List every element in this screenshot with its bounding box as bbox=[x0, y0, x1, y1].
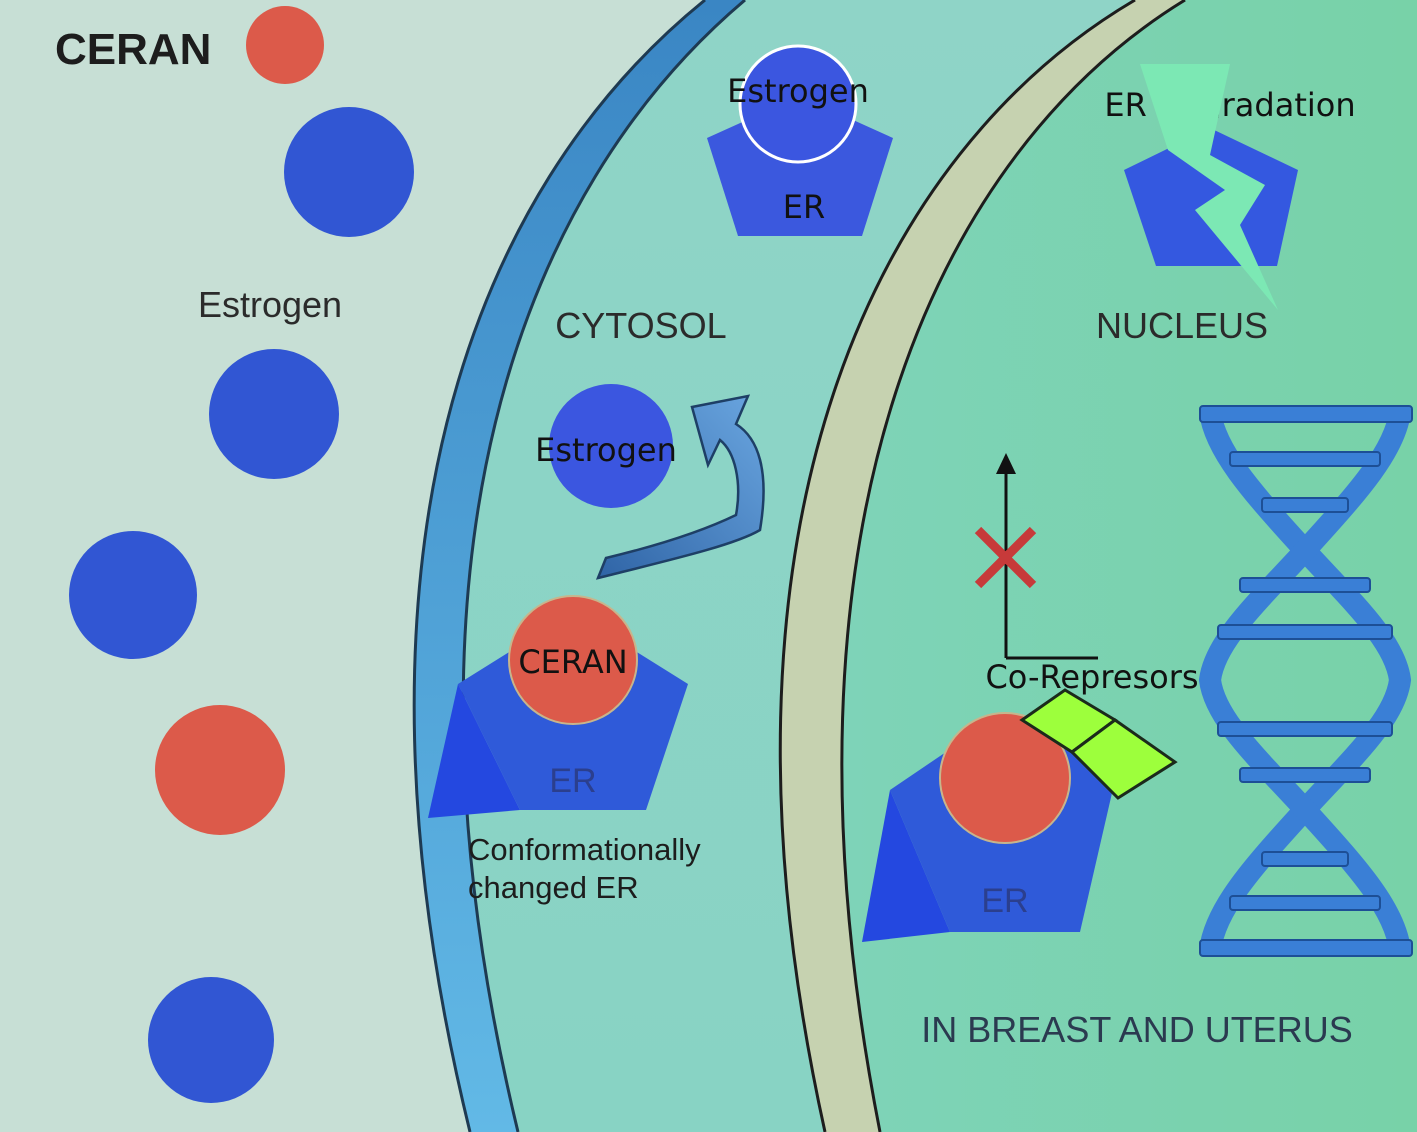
er-label: ER bbox=[783, 188, 825, 226]
tissue-label: IN BREAST AND UTERUS bbox=[921, 1009, 1352, 1050]
arrow-up-icon bbox=[996, 453, 1016, 474]
conformational-label-line2: changed ER bbox=[468, 870, 639, 905]
ceran-label: CERAN bbox=[518, 643, 627, 681]
inhibition-x-icon bbox=[974, 526, 1037, 589]
co-repressor bbox=[1069, 718, 1178, 800]
ceran-molecule bbox=[508, 595, 638, 725]
nucleus-label: NUCLEUS bbox=[1096, 305, 1268, 346]
estrogen-molecule bbox=[738, 44, 858, 164]
lightning-icon bbox=[1140, 64, 1278, 310]
degrading-er-receptor bbox=[1124, 128, 1298, 266]
dna-helix-icon bbox=[1198, 405, 1413, 957]
conformational-label-line1: Conformationally bbox=[468, 832, 701, 867]
ceran-molecule bbox=[155, 705, 285, 835]
cytosol-label: CYTOSOL bbox=[555, 305, 726, 346]
curved-arrow-icon bbox=[595, 394, 765, 580]
estrogen-molecule bbox=[69, 531, 197, 659]
ceran-er-corepressor-complex: ER Co-Represors bbox=[862, 658, 1199, 942]
estrogen-er-complex: Estrogen ER bbox=[707, 44, 893, 236]
estrogen-label: Estrogen bbox=[535, 431, 677, 469]
estrogen-label: Estrogen bbox=[198, 284, 342, 325]
co-repressors-label: Co-Represors bbox=[985, 658, 1198, 696]
er-shifted-face bbox=[428, 684, 520, 818]
ceran-er-complex: CERAN ER bbox=[428, 595, 688, 818]
legend-ceran-label: CERAN bbox=[55, 25, 211, 74]
estrogen-molecule bbox=[549, 384, 673, 508]
estrogen-molecule bbox=[148, 977, 274, 1103]
estrogen-molecule bbox=[284, 107, 414, 237]
inhibition-indicator bbox=[974, 453, 1098, 660]
er-degradation-label: ER Degradation bbox=[1104, 86, 1355, 124]
er-shifted-face bbox=[862, 790, 950, 942]
legend-ceran-dot bbox=[246, 6, 324, 84]
er-label: ER bbox=[981, 882, 1028, 920]
er-label: ER bbox=[549, 762, 596, 800]
estrogen-label: Estrogen bbox=[727, 72, 869, 110]
ceran-molecule bbox=[939, 712, 1071, 844]
estrogen-molecule bbox=[209, 349, 339, 479]
